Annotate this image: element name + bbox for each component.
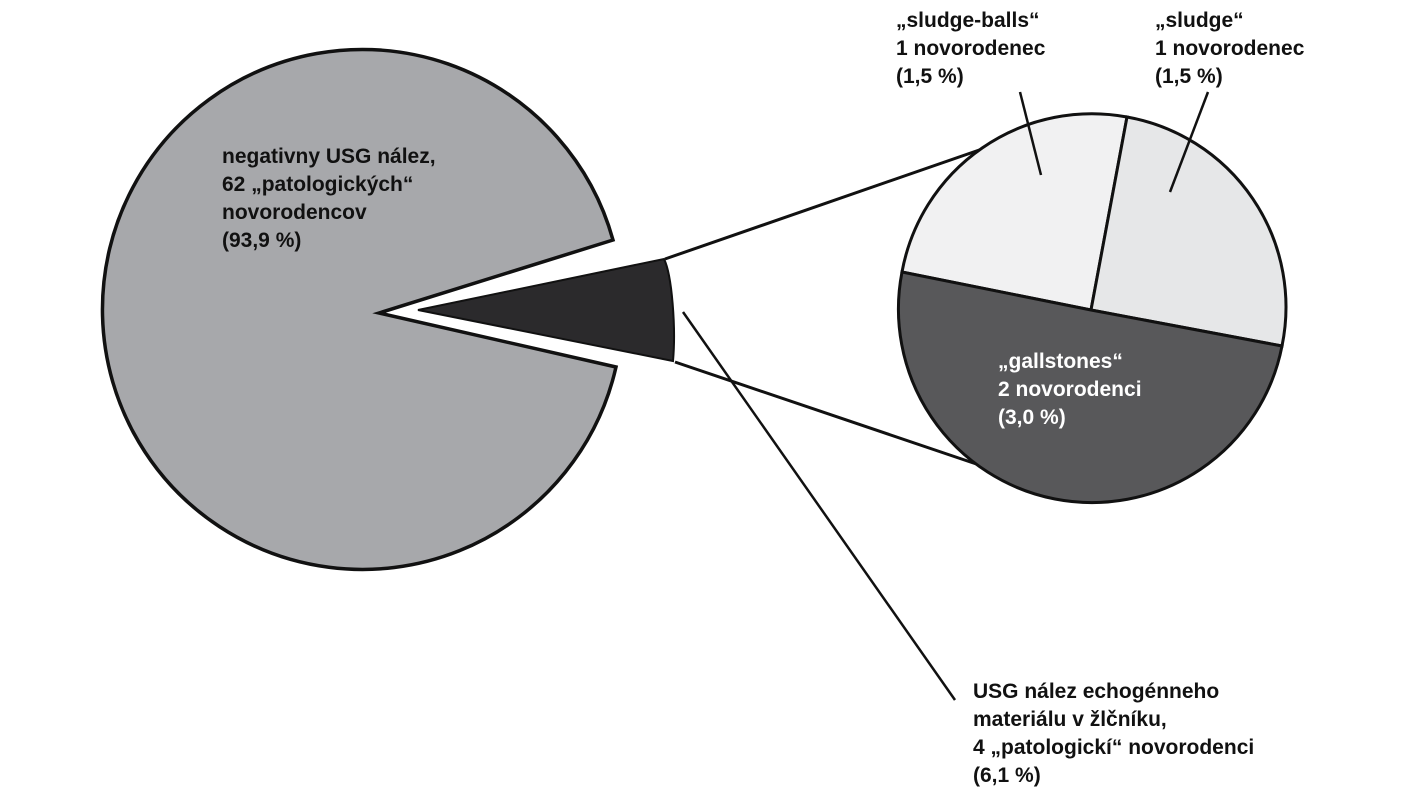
leader-line-echogenic — [681, 311, 957, 701]
label-sludge-balls-line-2: 1 novorodenec — [896, 37, 1046, 60]
label-gallstones-line-2: 2 novorodenci — [998, 378, 1142, 401]
label-sludge-balls-line-1: „sludge-balls“ — [896, 9, 1040, 32]
label-negative-line-3: novorodencov — [222, 201, 367, 224]
detail-pie-slice-sludge — [1089, 115, 1288, 348]
label-negative-line-1: negativny USG nález, — [222, 145, 436, 168]
label-echogenic-line-3: 4 „patologickí“ novorodenci — [973, 736, 1254, 759]
label-sludge-balls: „sludge-balls“ 1 novorodenec (1,5 %) — [896, 9, 1051, 88]
label-gallstones-line-3: (3,0 %) — [998, 406, 1066, 429]
label-gallstones-line-1: „gallstones“ — [998, 350, 1123, 373]
label-gallstones: „gallstones“ 2 novorodenci (3,0 %) — [998, 350, 1147, 429]
label-sludge-balls-line-3: (1,5 %) — [896, 65, 964, 88]
label-echogenic: USG nález echogénneho materiálu v žlčník… — [973, 680, 1260, 787]
main-pie-slice-positive — [417, 257, 675, 363]
label-sludge-line-1: „sludge“ — [1155, 9, 1244, 32]
leader-line-sludge — [1168, 91, 1210, 193]
label-negative-line-2: 62 „patologických“ — [222, 173, 413, 196]
label-sludge: „sludge“ 1 novorodenec (1,5 %) — [1155, 9, 1310, 88]
label-echogenic-line-4: (6,1 %) — [973, 764, 1041, 787]
detail-pie-slice-gallstones — [896, 270, 1284, 505]
label-echogenic-line-2: materiálu v žlčníku, — [973, 708, 1167, 731]
detail-pie-slice-sludge-balls — [900, 112, 1129, 312]
label-echogenic-line-1: USG nález echogénneho — [973, 680, 1219, 703]
label-negative: negativny USG nález, 62 „patologických“ … — [222, 145, 441, 252]
connector-line-bottom — [674, 360, 1001, 474]
main-pie-slice-negative — [100, 47, 619, 572]
leader-line-sludge-balls — [1018, 91, 1043, 176]
label-negative-line-4: (93,9 %) — [222, 229, 301, 252]
label-sludge-line-2: 1 novorodenec — [1155, 37, 1305, 60]
label-sludge-line-3: (1,5 %) — [1155, 65, 1223, 88]
